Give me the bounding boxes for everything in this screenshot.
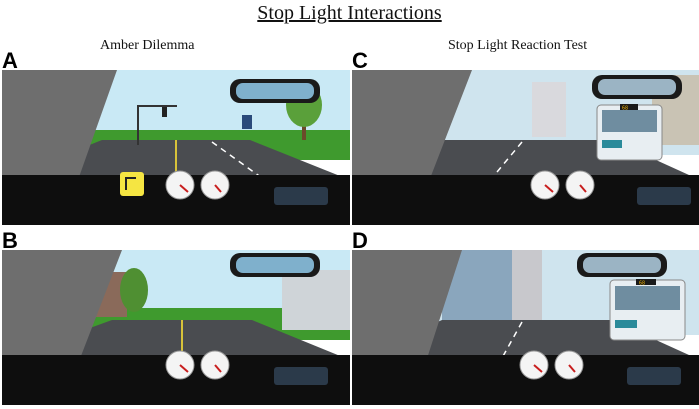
figure-title: Stop Light Interactions bbox=[257, 2, 442, 24]
bus-route-c: 68 bbox=[622, 106, 628, 112]
panel-label-d: D bbox=[352, 228, 368, 253]
panel-a-driving-scene bbox=[2, 70, 350, 225]
panel-label-b: B bbox=[2, 228, 18, 253]
panel-c-driving-scene: 68 bbox=[352, 70, 699, 225]
bus-route-d: 68 bbox=[639, 281, 645, 287]
panel-label-a: A bbox=[2, 48, 18, 73]
panel-label-c: C bbox=[352, 48, 368, 73]
right-column-heading: Stop Light Reaction Test bbox=[448, 38, 588, 53]
panel-d-driving-scene: 68 bbox=[352, 250, 699, 405]
panel-b-driving-scene bbox=[2, 250, 350, 405]
left-column-heading: Amber Dilemma bbox=[100, 38, 195, 53]
